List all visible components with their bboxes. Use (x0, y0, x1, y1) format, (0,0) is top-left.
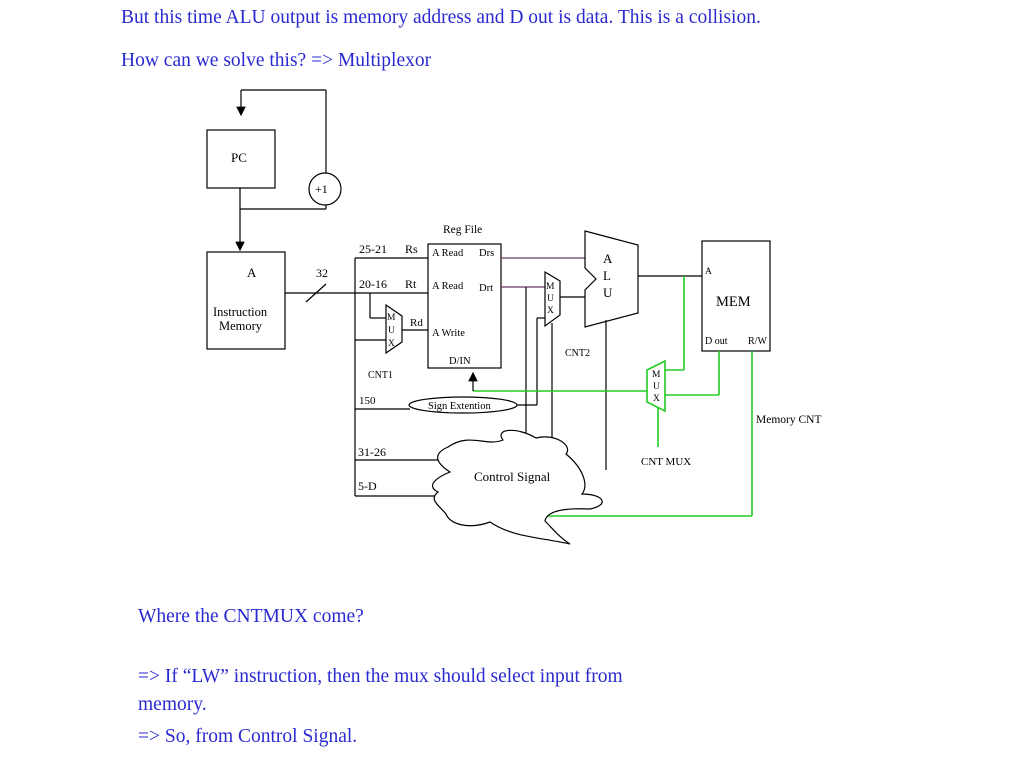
note-answer-control: => So, from Control Signal. (138, 726, 358, 747)
im-address-label: A (247, 265, 257, 280)
slide-line-question: How can we solve this? => Multiplexor (121, 50, 432, 71)
regfile-title: Reg File (443, 224, 482, 236)
register-file-box (427, 243, 502, 369)
cnt-mux-shape (646, 359, 666, 413)
instruction-memory-box (206, 251, 286, 350)
cntmux-x: X (653, 394, 660, 404)
pc-box (206, 129, 276, 189)
alu-letter-u: U (603, 285, 613, 300)
mux2-x: X (547, 306, 554, 316)
rs-bits-label: 25-21 (359, 242, 387, 256)
cntmux-m: M (652, 370, 661, 380)
regfile-awrite: A Write (432, 328, 465, 339)
alu-letter-a: A (603, 251, 613, 266)
control-signal-label: Control Signal (474, 469, 551, 484)
pc-loop (235, 89, 327, 252)
funct-bits-label: 5-D (358, 479, 377, 493)
imm-bits-label: 150 (359, 395, 376, 407)
note-answer-lw: => If “LW” instruction, then the mux sho… (138, 666, 623, 715)
regfile-aread1: A Read (432, 248, 464, 259)
mem-rw-label: R/W (748, 336, 767, 347)
mux1-u: U (388, 326, 395, 336)
rt-label: Rt (405, 277, 417, 291)
plus-one-label: +1 (315, 182, 328, 196)
alu-letter-l: L (603, 268, 611, 283)
mem-address-label: A (705, 267, 712, 277)
cnt-mux-label: CNT MUX (641, 456, 691, 468)
bus-width-label: 32 (316, 266, 328, 280)
mux1-m: M (387, 313, 396, 323)
note-question: Where the CNTMUX come? (138, 606, 364, 627)
mux2-u: U (547, 294, 554, 304)
im-label-line2: Memory (219, 319, 263, 333)
plus-one-adder (308, 172, 342, 206)
mem-dout-label: D out (705, 336, 728, 347)
memory-cnt-label: Memory CNT (756, 414, 821, 426)
sign-extension-label: Sign Extention (428, 401, 491, 412)
mux2-shape (544, 270, 561, 328)
pc-label: PC (231, 150, 247, 165)
rt-bits-label: 20-16 (359, 277, 387, 291)
slide-line-collision: But this time ALU output is memory addre… (121, 7, 761, 28)
mux1-shape (385, 303, 403, 355)
control-signal-cloud (431, 429, 603, 545)
mux1-x: X (388, 339, 395, 349)
regfile-drt: Drt (479, 283, 493, 294)
im-label-line1: Instruction (213, 305, 268, 319)
mux2-m: M (546, 282, 555, 292)
instruction-bus (285, 257, 444, 497)
regfile-aread2: A Read (432, 281, 464, 292)
rd-label: Rd (410, 317, 423, 329)
alu-shape (584, 230, 639, 328)
cntmux-u: U (653, 382, 660, 392)
rs-label: Rs (405, 242, 418, 256)
op-bits-label: 31-26 (358, 445, 386, 459)
mem-label: MEM (716, 294, 751, 310)
regfile-drs: Drs (479, 248, 494, 259)
memory-box (701, 240, 771, 352)
cnt2-label: CNT2 (565, 348, 590, 359)
regfile-din: D/IN (449, 356, 471, 367)
cnt1-label: CNT1 (368, 370, 393, 381)
